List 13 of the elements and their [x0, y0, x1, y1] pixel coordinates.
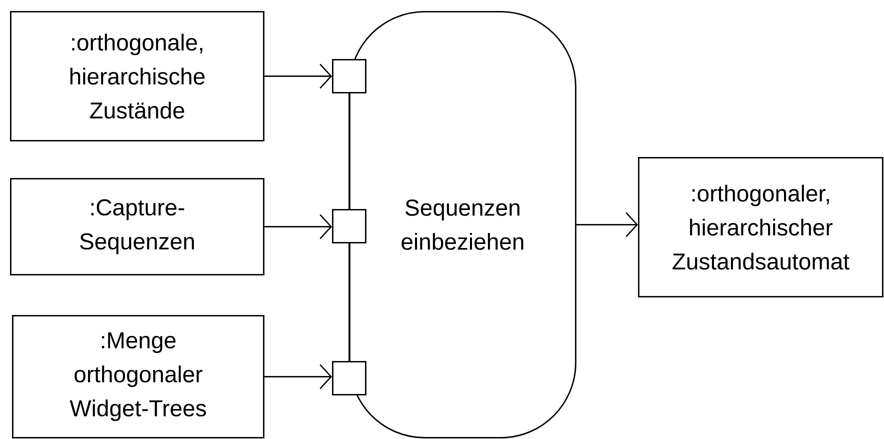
object-box: :Capture- Sequenzen: [10, 178, 264, 276]
arrow: [264, 64, 332, 89]
object-box: :orthogonale, hierarchische Zustände: [10, 11, 264, 142]
connector-line: [348, 93, 350, 209]
pin-square: [332, 209, 366, 244]
connector-line: [348, 243, 350, 361]
object-box: :Menge orthogonaler Widget-Trees: [12, 315, 264, 438]
pin-square: [332, 361, 366, 396]
arrow: [576, 212, 638, 238]
arrow: [264, 364, 332, 390]
object-box: :orthogonaler, hierarchischer Zustandsautomat: [638, 157, 884, 298]
arrow: [264, 214, 332, 240]
pin-square: [332, 59, 366, 94]
